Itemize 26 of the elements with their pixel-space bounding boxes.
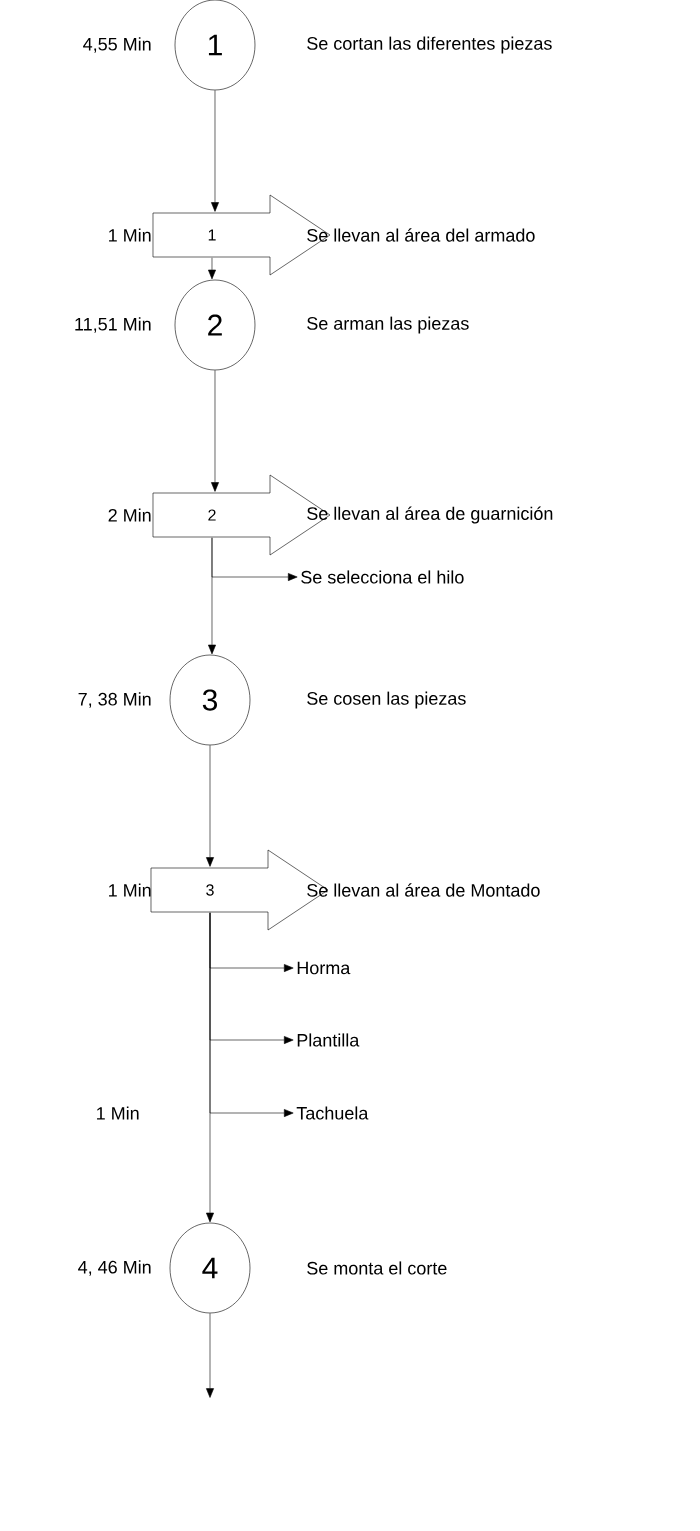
step-description: Se cosen las piezas [307, 691, 466, 709]
duration-label: 1 Min [109, 883, 151, 897]
duration-label: 11,51 Min [75, 317, 151, 333]
duration-label: 1 Min [97, 1106, 139, 1120]
step-text: Plantilla [297, 1033, 360, 1047]
duration-label: 7, 38 Min [78, 692, 151, 708]
arrow [208, 537, 216, 655]
duration-label: 4,55 Min [83, 37, 151, 53]
step-description: Se monta el corte [307, 1261, 447, 1275]
step-description: Se cortan las diferentes piezas [307, 36, 552, 54]
step-text: Horma [297, 961, 351, 975]
step-description: Se arman las piezas [307, 316, 469, 334]
duration-label: 1 Min [109, 228, 151, 242]
step-description: Se llevan al área de Montado [307, 883, 540, 897]
arrow [211, 370, 219, 492]
step-description: Se llevan al área del armado [307, 228, 535, 242]
step-text: Se selecciona el hilo [301, 570, 464, 584]
duration-label: 2 Min [108, 508, 151, 522]
duration-label: 4, 46 Min [78, 1260, 151, 1276]
step-text: Tachuela [296, 1106, 369, 1120]
arrow [206, 912, 214, 1223]
arrow [208, 257, 216, 280]
arrow [211, 90, 219, 212]
step-description: Se llevan al área de guarnición [307, 506, 553, 524]
arrow [206, 745, 214, 867]
arrow [206, 1313, 214, 1398]
